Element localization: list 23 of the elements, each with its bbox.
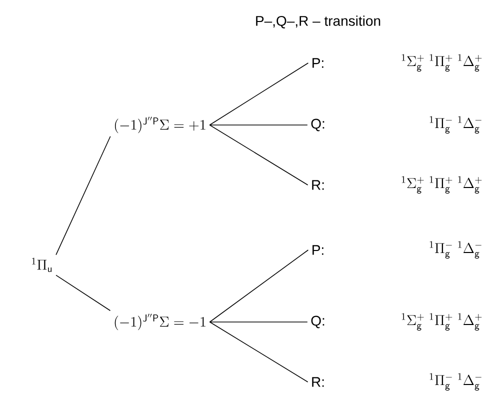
term-symbols: ${}^{1}\Pi_{\mathsf{g}}^{-}\;{}^{1}\Delta_{\mathsf{g}}^{-}$ (430, 241, 482, 259)
branch-label: R: (312, 377, 324, 387)
connector-line (209, 322, 308, 382)
heading: P–,Q–,R – transition (256, 16, 380, 28)
term-symbols: ${}^{1}\Pi_{\mathsf{g}}^{-}\;{}^{1}\Delta_{\mathsf{g}}^{-}$ (430, 373, 482, 391)
term-symbols: ${}^{1}\Pi_{\mathsf{g}}^{-}\;{}^{1}\Delta_{\mathsf{g}}^{-}$ (430, 116, 482, 134)
branch-label: Q: (311, 118, 324, 132)
branch-label: R: (312, 180, 324, 190)
branch-label: Q: (311, 316, 324, 328)
connector-line (56, 136, 111, 256)
branch-label: P: (312, 58, 324, 68)
term-symbols: ${}^{1}\Sigma_{\mathsf{g}}^{+}\;{}^{1}\Pi_{\mathsf{g}}^{+}\;{}^{1}\Delta_{\mathsf{g}}^{+}$ (402, 176, 482, 194)
connector-line (56, 274, 111, 312)
branch-label: P: (312, 245, 324, 255)
connector-line (209, 250, 309, 322)
connector-line (209, 124, 308, 186)
parity-condition: $(-1)^{\mathsf{J''P}}\Sigma=-1$ (114, 314, 206, 330)
term-symbol: ${}^{1}\Pi_{\mathsf{u}}$ (32, 258, 52, 272)
connector-line (209, 124, 308, 126)
parity-condition: $(-1)^{\mathsf{J''P}}\Sigma=+1$ (114, 116, 206, 134)
connector-line (209, 62, 309, 126)
term-symbols: ${}^{1}\Sigma_{\mathsf{g}}^{+}\;{}^{1}\Pi_{\mathsf{g}}^{+}\;{}^{1}\Delta_{\mathsf{g}}^{+}$ (402, 313, 482, 331)
term-symbols: ${}^{1}\Sigma_{\mathsf{g}}^{+}\;{}^{1}\Pi_{\mathsf{g}}^{+}\;{}^{1}\Delta_{\mathsf{g}}^{+}$ (402, 54, 482, 72)
